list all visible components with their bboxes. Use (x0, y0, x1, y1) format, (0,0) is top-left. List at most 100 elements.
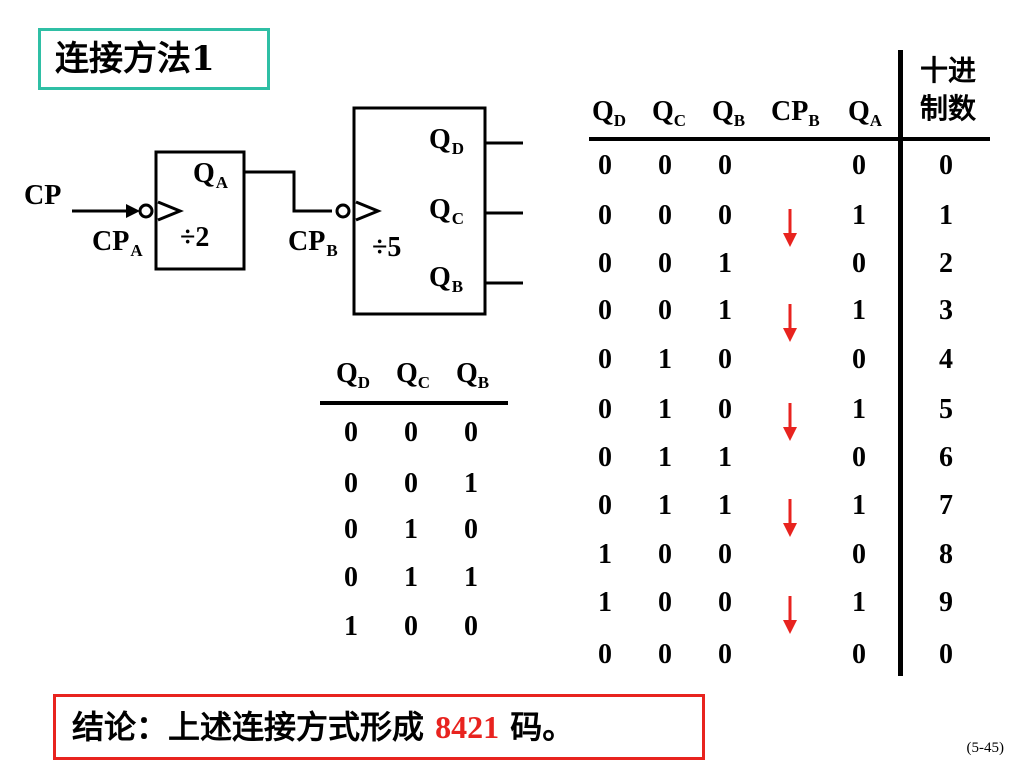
state-cell: 1 (718, 295, 732, 326)
state-cell: 0 (658, 539, 672, 570)
small-cell: 1 (464, 468, 478, 499)
small-cell: 0 (344, 514, 358, 545)
small-cell: 0 (344, 468, 358, 499)
state-cell: 0 (718, 394, 732, 425)
big-header-qa: QA (848, 96, 883, 130)
state-cell: 0 (598, 490, 612, 521)
state-cell: 1 (658, 344, 672, 375)
state-cell: 1 (718, 248, 732, 279)
state-cell: 0 (718, 344, 732, 375)
state-cell: 0 (658, 295, 672, 326)
state-cell: 1 (718, 490, 732, 521)
state-cell: 1 (658, 490, 672, 521)
state-cell: 0 (852, 150, 866, 181)
state-cell: 1 (852, 200, 866, 231)
small-cell: 1 (464, 562, 478, 593)
state-cell: 0 (852, 442, 866, 473)
state-cell: 0 (658, 639, 672, 670)
qd-output-label: QD (429, 124, 465, 158)
small-header-qd: QD (336, 358, 371, 392)
state-cell: 0 (718, 587, 732, 618)
decimal-header: 十进 制数 (908, 52, 988, 128)
state-cell: 1 (852, 490, 866, 521)
state-cell: 1 (598, 539, 612, 570)
state-cell: 0 (658, 150, 672, 181)
small-cell: 0 (404, 611, 418, 642)
decimal-cell: 0 (939, 639, 953, 670)
state-cell: 0 (598, 200, 612, 231)
state-cell: 0 (718, 150, 732, 181)
conclusion-suffix: 码。 (499, 708, 575, 746)
qb-output-label: QB (429, 262, 464, 296)
state-cell: 0 (598, 442, 612, 473)
conclusion-code: 8421 (435, 709, 500, 745)
div5-symbol: ÷5 (372, 232, 402, 263)
state-cell: 0 (852, 248, 866, 279)
decimal-header-line2: 制数 (919, 92, 976, 125)
down-arrow-icon (783, 304, 797, 342)
decimal-cell: 1 (939, 200, 953, 231)
state-cell: 1 (852, 295, 866, 326)
conclusion-prefix: 结论：上述连接方式形成 (72, 708, 436, 746)
state-cell: 0 (718, 639, 732, 670)
small-cell: 0 (464, 514, 478, 545)
state-cell: 0 (598, 394, 612, 425)
decimal-cell: 4 (939, 344, 953, 375)
state-cell: 0 (718, 200, 732, 231)
down-arrow-icon (783, 403, 797, 441)
small-header-qb: QB (456, 358, 490, 392)
decimal-header-line1: 十进 (919, 54, 976, 87)
small-cell: 0 (404, 417, 418, 448)
state-cell: 0 (658, 587, 672, 618)
state-cell: 1 (718, 442, 732, 473)
state-cell: 0 (598, 295, 612, 326)
down-arrow-icon (783, 209, 797, 247)
decimal-cell: 0 (939, 150, 953, 181)
state-cell: 1 (852, 394, 866, 425)
state-cell: 1 (852, 587, 866, 618)
big-header-qb: QB (712, 96, 746, 130)
small-cell: 0 (464, 417, 478, 448)
small-cell: 0 (464, 611, 478, 642)
decimal-cell: 6 (939, 442, 953, 473)
cpb-label: CPB (288, 226, 338, 260)
cp-input-label: CP (24, 180, 62, 211)
qa-output-label: QA (193, 158, 229, 192)
state-cell: 0 (852, 639, 866, 670)
div5-block (352, 106, 487, 316)
state-cell: 1 (658, 442, 672, 473)
small-table-rule (320, 401, 508, 405)
small-cell: 0 (344, 562, 358, 593)
small-cell: 1 (404, 562, 418, 593)
conclusion-box: 结论：上述连接方式形成 8421 码。 (53, 694, 705, 760)
cpa-label: CPA (92, 226, 143, 260)
small-header-qc: QC (396, 358, 431, 392)
big-table-rule (589, 137, 990, 141)
state-cell: 0 (852, 539, 866, 570)
qc-output-label: QC (429, 194, 465, 228)
down-arrow-icon (783, 596, 797, 634)
decimal-cell: 8 (939, 539, 953, 570)
state-cell: 0 (598, 150, 612, 181)
decimal-cell: 9 (939, 587, 953, 618)
state-cell: 0 (598, 248, 612, 279)
page-title: 连接方法1 (38, 28, 270, 90)
decimal-cell: 5 (939, 394, 953, 425)
small-cell: 1 (344, 611, 358, 642)
div2-symbol: ÷2 (180, 222, 210, 253)
state-cell: 1 (598, 587, 612, 618)
down-arrow-icon (783, 499, 797, 537)
state-cell: 0 (718, 539, 732, 570)
state-cell: 1 (658, 394, 672, 425)
decimal-cell: 3 (939, 295, 953, 326)
big-header-qd: QD (592, 96, 627, 130)
state-cell: 0 (658, 200, 672, 231)
state-cell: 0 (598, 639, 612, 670)
page-number: (5-45) (966, 740, 1005, 756)
big-header-cpb: CPB (771, 96, 820, 130)
small-cell: 0 (344, 417, 358, 448)
state-cell: 0 (658, 248, 672, 279)
state-cell: 0 (598, 344, 612, 375)
big-header-qc: QC (652, 96, 687, 130)
